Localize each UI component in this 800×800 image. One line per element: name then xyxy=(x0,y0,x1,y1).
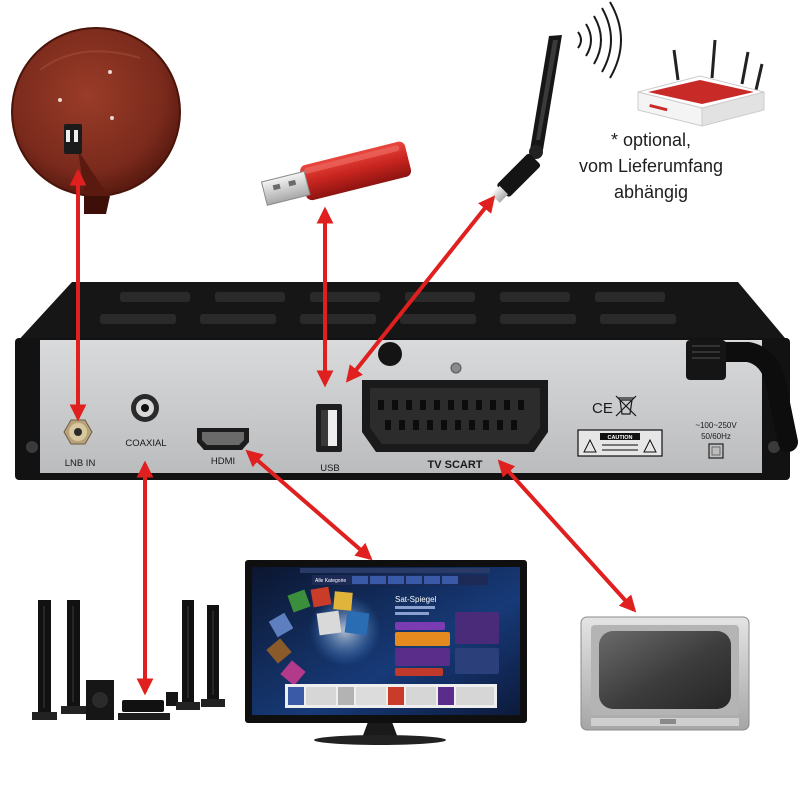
scart-connector xyxy=(362,380,548,452)
arrow-wifi-usb xyxy=(345,195,496,383)
usb-label: USB xyxy=(320,463,340,474)
crossed-bin-icon xyxy=(615,395,637,417)
flat-tv-icon: Alle Kategorie Sat-Spiegel xyxy=(245,560,527,745)
foot-left xyxy=(26,441,38,453)
wifi-signal-icon xyxy=(577,1,622,79)
optional-note: * optional, vom Lieferumfang abhängig xyxy=(579,130,723,202)
hdmi-port xyxy=(197,428,249,450)
usb-stick-icon xyxy=(260,141,412,206)
hdmi-label: HDMI xyxy=(211,456,235,467)
arrow-hdmi-tv xyxy=(245,449,373,561)
arrow-scart-crt xyxy=(497,459,637,613)
note-line-3: abhängig xyxy=(614,182,688,202)
connection-arrows xyxy=(69,168,637,696)
caution-label: CAUTION xyxy=(577,429,663,457)
knob xyxy=(378,342,402,366)
tv-thumbnails xyxy=(288,687,494,705)
router-icon xyxy=(637,39,765,127)
tv-tiles xyxy=(266,586,370,686)
tv-scart-label: TV SCART xyxy=(428,459,483,471)
note-line-1: * optional, xyxy=(611,130,691,150)
power-switch xyxy=(708,443,724,459)
voltage-label: ~100~250V xyxy=(695,421,737,430)
crt-screen xyxy=(599,631,731,709)
ce-mark: CE xyxy=(592,400,613,417)
screw xyxy=(450,362,462,374)
crt-tv-icon xyxy=(580,616,750,731)
home-theater-icon xyxy=(32,600,225,720)
usb-port xyxy=(316,404,342,452)
satellite-dish-icon xyxy=(11,27,181,214)
foot-right xyxy=(768,441,780,453)
coaxial-jack xyxy=(131,394,159,422)
tv-heading: Sat-Spiegel xyxy=(395,595,437,604)
note-line-2: vom Lieferumfang xyxy=(579,156,723,176)
tv-menu-first-item: Alle Kategorie xyxy=(315,578,346,584)
coaxial-label: COAXIAL xyxy=(125,438,166,449)
caution-text: CAUTION xyxy=(607,435,632,441)
lnb-in-label: LNB IN xyxy=(65,458,96,469)
power-cord xyxy=(686,340,798,452)
frequency-label: 50/60Hz xyxy=(701,432,731,441)
wifi-dongle-icon xyxy=(491,35,562,203)
